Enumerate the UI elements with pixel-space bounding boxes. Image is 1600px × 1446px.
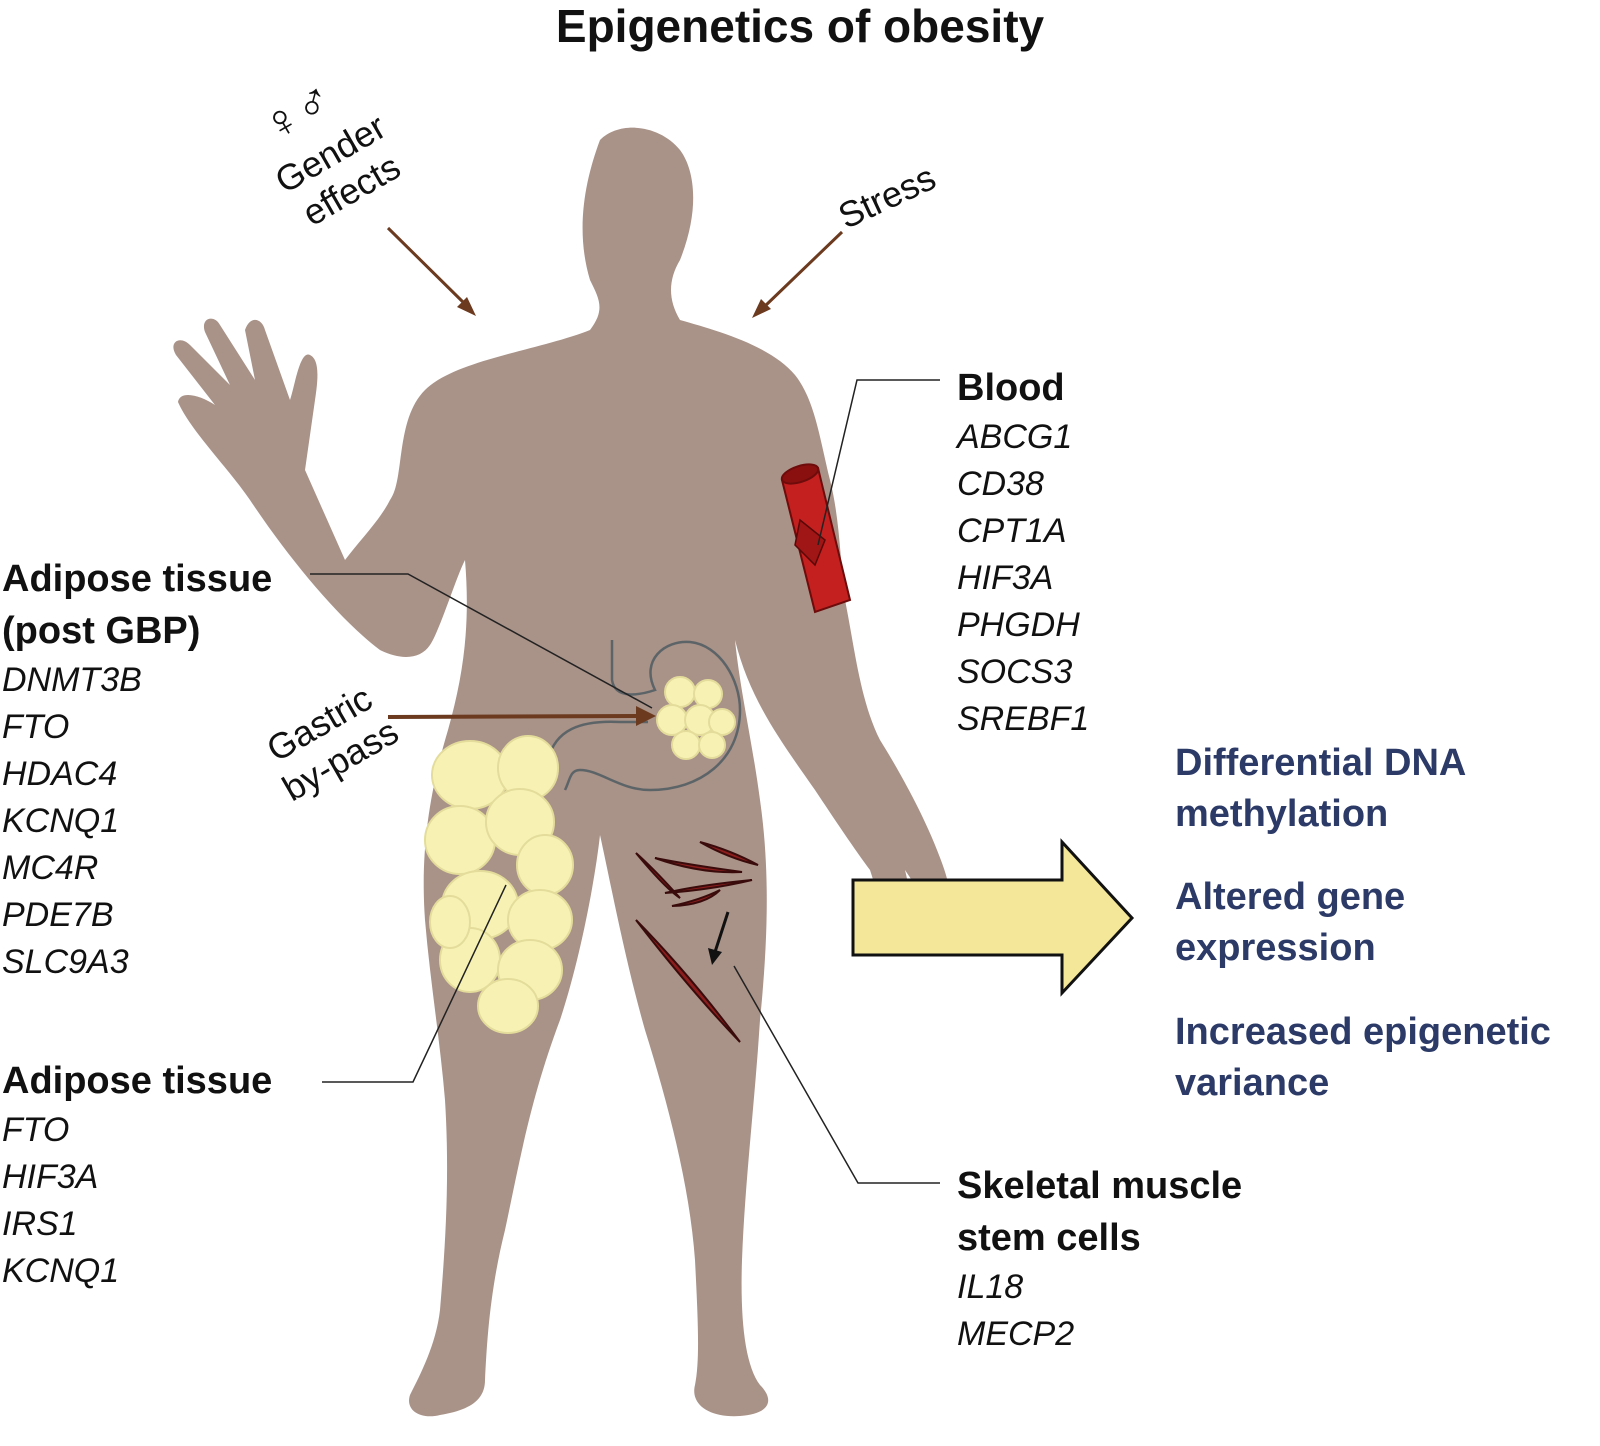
adipose-gbp-heading-line1: Adipose tissue bbox=[2, 558, 273, 600]
stress-arrow bbox=[762, 230, 844, 309]
stomach-outline bbox=[563, 640, 742, 792]
outcome2-line1: Altered gene bbox=[1175, 876, 1406, 918]
blood-leader-line bbox=[817, 379, 940, 546]
gene-item: HIF3A bbox=[957, 559, 1054, 597]
muscle-gene-list: IL18 MECP2 bbox=[957, 1264, 1242, 1358]
gene-item: KCNQ1 bbox=[2, 802, 120, 840]
outcome2-line2: expression bbox=[1175, 927, 1376, 969]
gene-item: CPT1A bbox=[957, 512, 1067, 550]
gender-arrowhead bbox=[457, 297, 476, 316]
gene-item: IRS1 bbox=[2, 1205, 78, 1243]
gender-arrow bbox=[386, 226, 468, 307]
adipose-gbp-heading-line2: (post GBP) bbox=[2, 610, 201, 652]
figure-title: Epigenetics of obesity bbox=[555, 0, 1045, 52]
gene-item: FTO bbox=[2, 708, 70, 746]
muscle-differentiation-arrow bbox=[713, 911, 730, 953]
gene-item: KCNQ1 bbox=[2, 1252, 120, 1290]
outcome-differential-methylation: Differential DNA methylation bbox=[1175, 738, 1600, 840]
gene-item: PDE7B bbox=[2, 896, 114, 934]
gene-item: SOCS3 bbox=[957, 653, 1073, 691]
gene-item: IL18 bbox=[957, 1268, 1024, 1306]
stomach-fat-cells bbox=[656, 676, 736, 760]
outcome1-line1: Differential DNA bbox=[1175, 742, 1467, 784]
muscle-cells bbox=[635, 841, 759, 1043]
adipose-gene-list: FTO HIF3A IRS1 KCNQ1 bbox=[2, 1107, 272, 1295]
gene-item: MECP2 bbox=[957, 1315, 1075, 1353]
gene-item: SLC9A3 bbox=[2, 943, 129, 981]
body-silhouette bbox=[173, 127, 950, 1417]
adipose-gbp-leader-line bbox=[310, 573, 653, 709]
gastric-arrow bbox=[387, 714, 641, 719]
adipose-heading: Adipose tissue bbox=[2, 1060, 273, 1102]
muscle-heading-line1: Skeletal muscle bbox=[957, 1165, 1243, 1207]
gene-item: ABCG1 bbox=[957, 418, 1073, 456]
adipose-gbp-gene-list: DNMT3B FTO HDAC4 KCNQ1 MC4R PDE7B SLC9A3 bbox=[2, 657, 272, 986]
gene-item: MC4R bbox=[2, 849, 99, 887]
outcome1-line2: methylation bbox=[1175, 793, 1389, 835]
adipose-gbp-block: Adipose tissue (post GBP) DNMT3B FTO HDA… bbox=[2, 553, 272, 986]
gene-item: FTO bbox=[2, 1111, 70, 1149]
outcome3-line2: variance bbox=[1175, 1062, 1330, 1104]
outcome-altered-expression: Altered gene expression bbox=[1175, 872, 1600, 974]
adipose-leader-line bbox=[322, 884, 507, 1083]
muscle-heading-line2: stem cells bbox=[957, 1217, 1141, 1259]
gene-item: CD38 bbox=[957, 465, 1044, 503]
gene-item: PHGDH bbox=[957, 606, 1080, 644]
blood-heading: Blood bbox=[957, 367, 1065, 409]
outcome-arrow bbox=[851, 838, 1135, 997]
stress-arrowhead bbox=[752, 299, 771, 318]
outcome3-line1: Increased epigenetic bbox=[1175, 1011, 1551, 1053]
adipose-block: Adipose tissue FTO HIF3A IRS1 KCNQ1 bbox=[2, 1055, 272, 1295]
gene-item: HIF3A bbox=[2, 1158, 99, 1196]
blood-vessel bbox=[780, 463, 852, 614]
gastric-arrowhead bbox=[636, 706, 656, 726]
blood-gene-list: ABCG1 CD38 CPT1A HIF3A PHGDH SOCS3 SREBF… bbox=[957, 414, 1089, 743]
blood-block: Blood ABCG1 CD38 CPT1A HIF3A PHGDH SOCS3… bbox=[957, 362, 1089, 743]
outcome-increased-variance: Increased epigenetic variance bbox=[1175, 1007, 1600, 1109]
muscle-differentiation-arrowhead bbox=[708, 948, 722, 965]
muscle-leader-line bbox=[733, 965, 940, 1184]
muscle-block: Skeletal muscle stem cells IL18 MECP2 bbox=[957, 1160, 1242, 1358]
gene-item: HDAC4 bbox=[2, 755, 118, 793]
gene-item: DNMT3B bbox=[2, 661, 142, 699]
gene-item: SREBF1 bbox=[957, 700, 1090, 738]
